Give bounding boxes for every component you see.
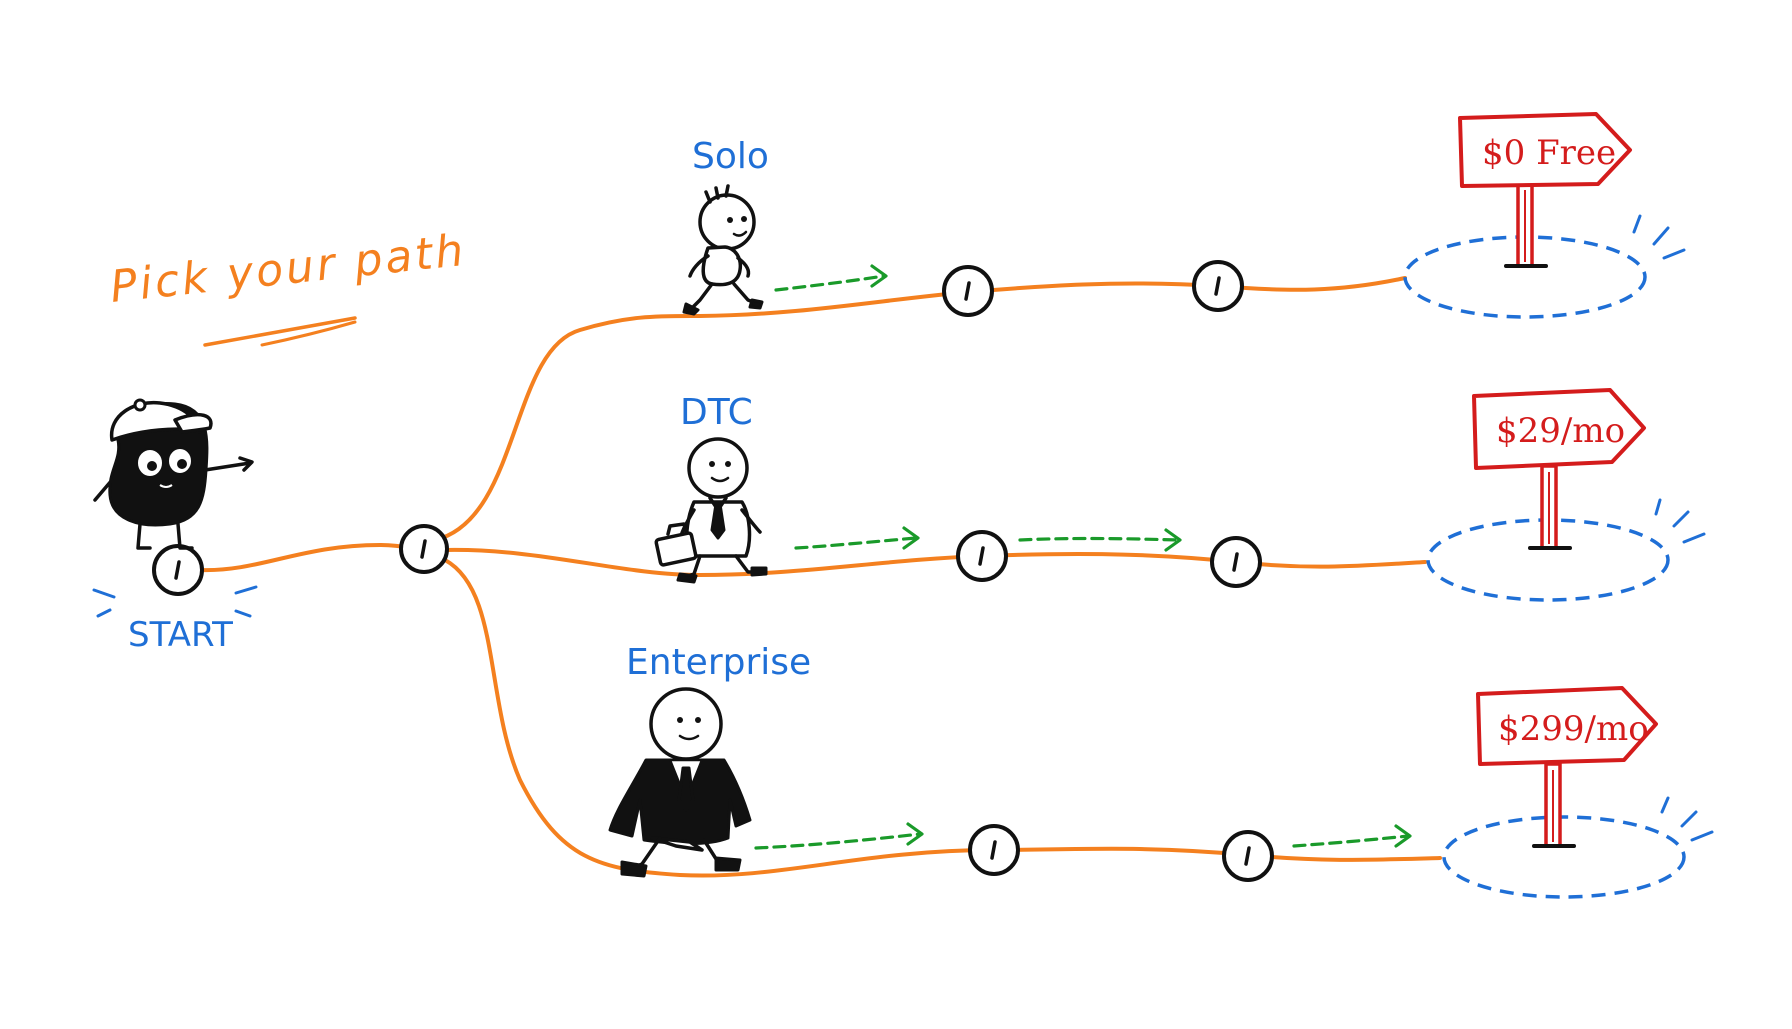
path-solo (433, 276, 1407, 542)
page-title: Pick your path (108, 225, 469, 313)
spark-icon (1654, 498, 1662, 516)
path-start-to-fork (198, 542, 427, 573)
price-label-solo: $0 Free (1482, 133, 1616, 173)
tier-label-enterprise: Enterprise (626, 642, 811, 683)
spark-icon (1672, 510, 1690, 528)
title-group: Pick your path (108, 225, 469, 347)
arrow-right-icon (1292, 824, 1412, 848)
enterprise-step-2-node[interactable] (1222, 830, 1274, 882)
executive-coat-icon (608, 687, 752, 878)
spark-icon (1680, 810, 1698, 828)
walking-kid-icon (682, 184, 764, 316)
title-underline (203, 316, 357, 347)
spark-icon (234, 585, 258, 595)
solo-step-2-node[interactable] (1192, 260, 1244, 312)
arrow-right-icon (754, 822, 924, 850)
signpost-enterprise[interactable]: $299/mo (1476, 686, 1658, 848)
spark-icon (234, 609, 252, 618)
goal-zone-enterprise[interactable] (1442, 815, 1686, 899)
path-dtc (443, 547, 1427, 578)
signpost-dtc[interactable]: $29/mo (1472, 388, 1646, 550)
spark-icon (1690, 830, 1714, 842)
dtc-step-2-node[interactable] (1210, 536, 1262, 588)
arrow-right-icon (774, 264, 888, 292)
start-group: START (92, 585, 258, 655)
price-label-enterprise: $299/mo (1498, 709, 1649, 749)
spark-icon (1660, 796, 1670, 814)
title-underline-2 (260, 320, 357, 347)
businessman-briefcase-icon (654, 437, 768, 584)
spark-icon (1632, 214, 1642, 234)
enterprise-step-1-node[interactable] (968, 824, 1020, 876)
tier-labels: Solo DTC Enterprise (626, 136, 811, 683)
tier-label-solo: Solo (692, 136, 769, 177)
start-label: START (128, 615, 233, 655)
fork-node[interactable] (399, 524, 449, 574)
start-node[interactable] (152, 544, 204, 596)
price-label-dtc: $29/mo (1496, 411, 1625, 451)
mascot-pointing-icon (93, 398, 254, 550)
spark-icon (1682, 532, 1706, 544)
arrow-right-icon (1018, 528, 1182, 552)
tier-label-dtc: DTC (680, 392, 753, 433)
path-enterprise (443, 558, 1442, 878)
spark-icon (96, 608, 112, 618)
spark-icon (92, 588, 116, 599)
dtc-step-1-node[interactable] (956, 530, 1008, 582)
waypoints (152, 260, 1274, 882)
spark-icon (1662, 248, 1686, 260)
arrow-right-icon (794, 526, 920, 550)
solo-step-1-node[interactable] (942, 265, 994, 317)
signpost-solo[interactable]: $0 Free (1458, 112, 1632, 268)
progress-arrows (754, 264, 1412, 850)
spark-icon (1652, 226, 1670, 246)
